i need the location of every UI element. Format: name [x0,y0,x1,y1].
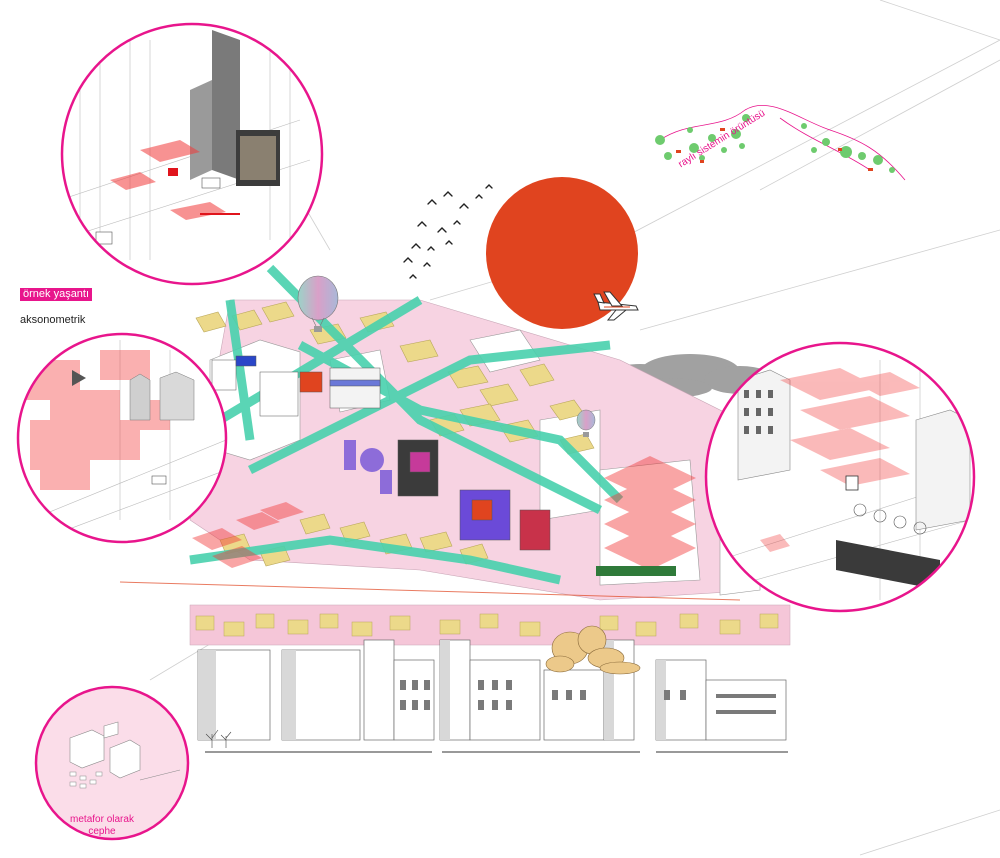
detail-circle-middle-left [16,332,228,544]
birds [403,184,493,279]
example-life-label: örnek yaşantı [20,288,93,301]
detail-circle-right [704,341,976,613]
hot-air-balloon-large [297,275,339,332]
hot-air-balloon-small [576,409,596,437]
section-elevation [189,604,791,753]
red-plates [604,456,696,570]
facade-metaphor-label: metafor olarak cephe [64,814,140,838]
axonometric-label: aksonometrik [20,314,86,326]
rail-pattern [655,104,906,181]
detail-circle-bottom-left [34,685,190,841]
sun [486,177,638,329]
airplane-icon [593,291,639,321]
facade-metaphor-line-2: cephe [88,826,116,837]
yellow-cloud [545,625,641,675]
mosque-cluster [344,440,392,494]
facade-metaphor-line-1: metafor olarak [70,814,134,825]
detail-circle-top-left [60,22,324,286]
